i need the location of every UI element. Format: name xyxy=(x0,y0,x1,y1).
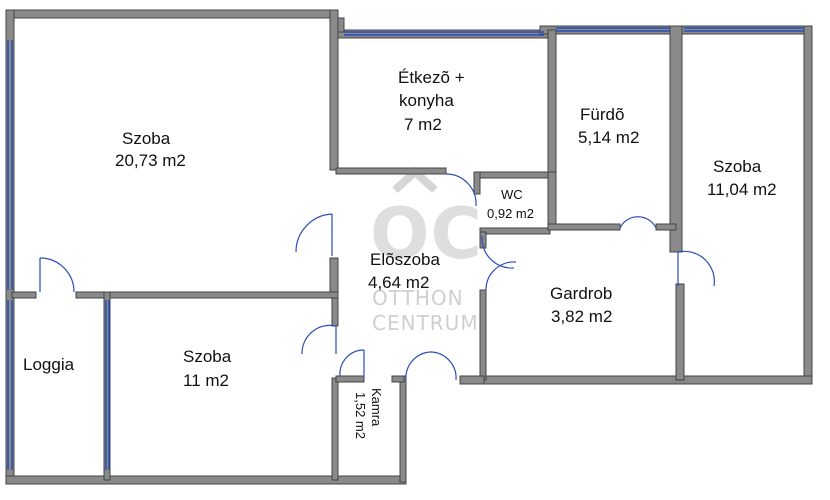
room-szoba-large-name: Szoba xyxy=(122,129,171,148)
windows xyxy=(7,27,804,470)
room-gardrob-name: Gardrob xyxy=(550,284,612,303)
room-wc-area: 0,92 m2 xyxy=(487,206,534,221)
watermark: OC OTTHON CENTRUM xyxy=(370,166,483,335)
room-etkezo-name-line1: Étkezõ + xyxy=(398,68,465,87)
watermark-logo: OC xyxy=(370,193,483,275)
watermark-logo-mark xyxy=(392,166,438,193)
room-szoba-small-name: Szoba xyxy=(183,347,232,366)
doors xyxy=(39,173,715,381)
room-szoba-large-area: 20,73 m2 xyxy=(115,151,186,170)
room-kamra-area: 1,52 m2 xyxy=(353,392,368,439)
room-szoba-right-name: Szoba xyxy=(713,157,762,176)
room-eloszoba-name: Elõszoba xyxy=(370,250,440,269)
room-szoba-small-area: 11 m2 xyxy=(183,371,229,390)
room-szoba-right-area: 11,04 m2 xyxy=(707,180,777,199)
watermark-line2: CENTRUM xyxy=(372,311,479,335)
room-furdo-name: Fürdõ xyxy=(580,105,624,124)
room-loggia-name: Loggia xyxy=(23,355,75,374)
room-labels: Szoba 20,73 m2 Étkezõ + konyha 7 m2 Fürd… xyxy=(23,68,777,439)
room-gardrob-area: 3,82 m2 xyxy=(551,307,612,326)
walls xyxy=(5,9,813,485)
room-wc-name: WC xyxy=(501,187,523,202)
watermark-line1: OTTHON xyxy=(372,286,464,310)
room-kamra-name: Kamra xyxy=(369,388,384,427)
room-furdo-area: 5,14 m2 xyxy=(578,128,639,147)
room-etkezo-name-line2: konyha xyxy=(399,91,454,110)
room-eloszoba-area: 4,64 m2 xyxy=(368,273,429,292)
room-etkezo-area: 7 m2 xyxy=(404,115,442,134)
